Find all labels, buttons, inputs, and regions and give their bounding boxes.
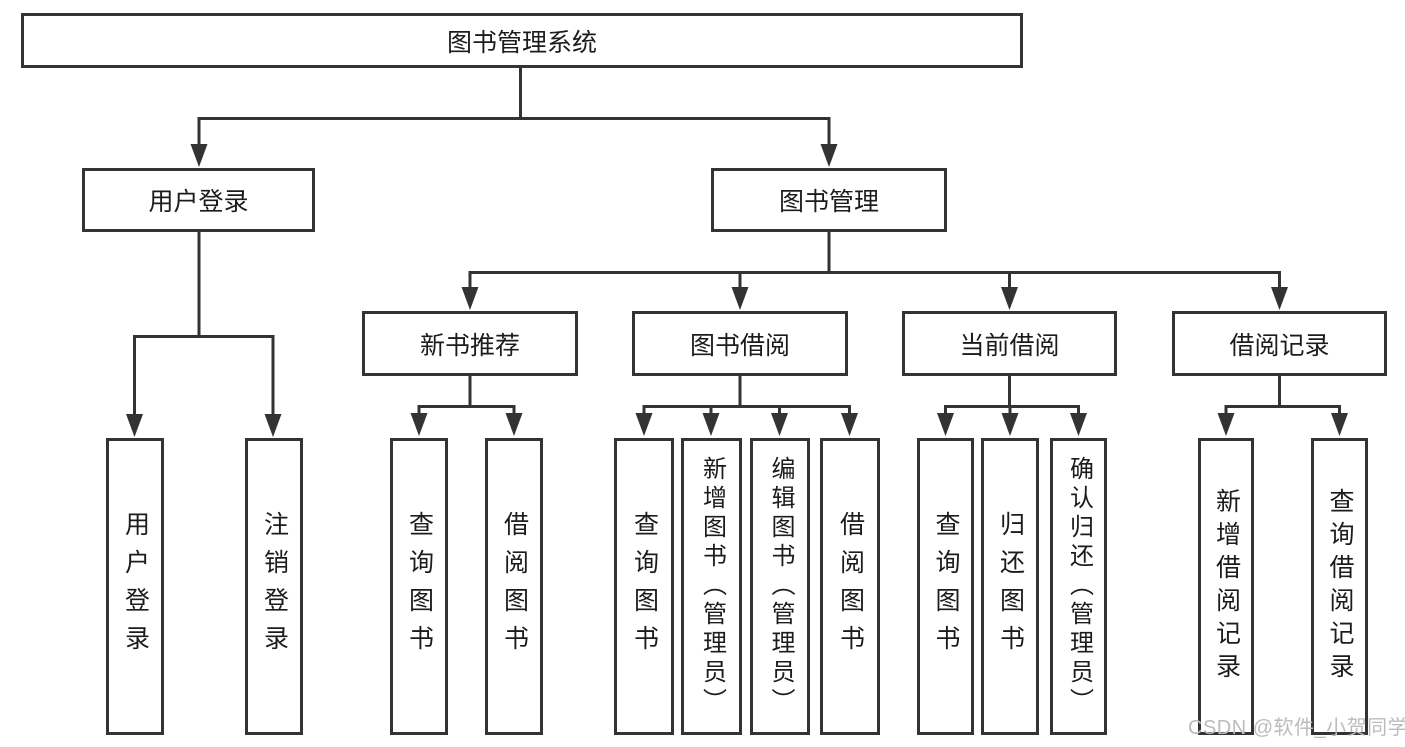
- arrow-down-icon: [126, 414, 143, 437]
- arrow-down-icon: [1271, 287, 1288, 310]
- leaf-label: 编辑图书（管理员）: [767, 456, 794, 717]
- node-borrow-records: 借阅记录: [1172, 311, 1387, 376]
- leaf-borrow-add-books-admin: 新增图书（管理员）: [681, 438, 742, 735]
- leaf-borrow-query-books: 查询图书: [614, 438, 674, 735]
- arrow-down-icon: [461, 287, 479, 310]
- arrow-down-icon: [1070, 413, 1087, 436]
- node-library-management-system: 图书管理系统: [21, 13, 1023, 68]
- arrow-down-icon: [1331, 413, 1348, 436]
- arrow-down-icon: [190, 144, 208, 167]
- arrow-down-icon: [1001, 287, 1018, 310]
- leaf-records-query-borrow-record: 查询借阅记录: [1311, 438, 1368, 735]
- leaf-label: 新增图书（管理员）: [698, 456, 726, 717]
- arrow-down-icon: [1217, 413, 1235, 436]
- leaf-label: 用户登录: [121, 510, 150, 663]
- arrow-down-icon: [731, 287, 749, 310]
- leaf-records-add-borrow-record: 新增借阅记录: [1198, 438, 1254, 735]
- node-current-borrow: 当前借阅: [902, 311, 1117, 376]
- leaf-borrow-borrow-books: 借阅图书: [820, 438, 880, 735]
- leaf-current-return-books: 归还图书: [981, 438, 1039, 735]
- arrow-down-icon: [1001, 413, 1019, 436]
- leaf-current-query-books: 查询图书: [917, 438, 974, 735]
- leaf-borrow-edit-books-admin: 编辑图书（管理员）: [750, 438, 810, 735]
- node-new-book-recommend: 新书推荐: [362, 311, 578, 376]
- leaf-label: 查询借阅记录: [1326, 487, 1354, 686]
- arrow-down-icon: [505, 413, 523, 436]
- arrow-down-icon: [841, 413, 858, 436]
- leaf-recommend-query-books: 查询图书: [390, 438, 448, 735]
- arrow-down-icon: [635, 413, 653, 436]
- csdn-watermark: CSDN @软件_小贺同学: [1188, 717, 1405, 739]
- leaf-label: 查询图书: [405, 510, 434, 663]
- leaf-label: 确认归还（管理员）: [1065, 456, 1093, 717]
- node-book-borrow: 图书借阅: [632, 311, 848, 376]
- arrow-down-icon: [702, 413, 720, 436]
- leaf-login-logout: 注销登录: [245, 438, 303, 735]
- leaf-label: 借阅图书: [836, 510, 865, 663]
- connector-arrowheads: [126, 144, 1348, 437]
- node-user-login: 用户登录: [82, 168, 315, 232]
- leaf-recommend-borrow-books: 借阅图书: [485, 438, 543, 735]
- node-book-management: 图书管理: [711, 168, 947, 232]
- leaf-label: 注销登录: [260, 510, 289, 663]
- arrow-down-icon: [410, 413, 428, 436]
- arrow-down-icon: [771, 413, 788, 436]
- arrow-down-icon: [937, 413, 954, 436]
- leaf-label: 查询图书: [932, 510, 960, 663]
- leaf-current-confirm-return-admin: 确认归还（管理员）: [1050, 438, 1107, 735]
- leaf-label: 归还图书: [996, 510, 1025, 663]
- arrow-down-icon: [820, 144, 838, 167]
- leaf-label: 借阅图书: [500, 510, 529, 663]
- leaf-login-user-login: 用户登录: [106, 438, 164, 735]
- leaf-label: 新增借阅记录: [1212, 487, 1241, 686]
- leaf-label: 查询图书: [630, 510, 659, 663]
- arrow-down-icon: [264, 414, 282, 437]
